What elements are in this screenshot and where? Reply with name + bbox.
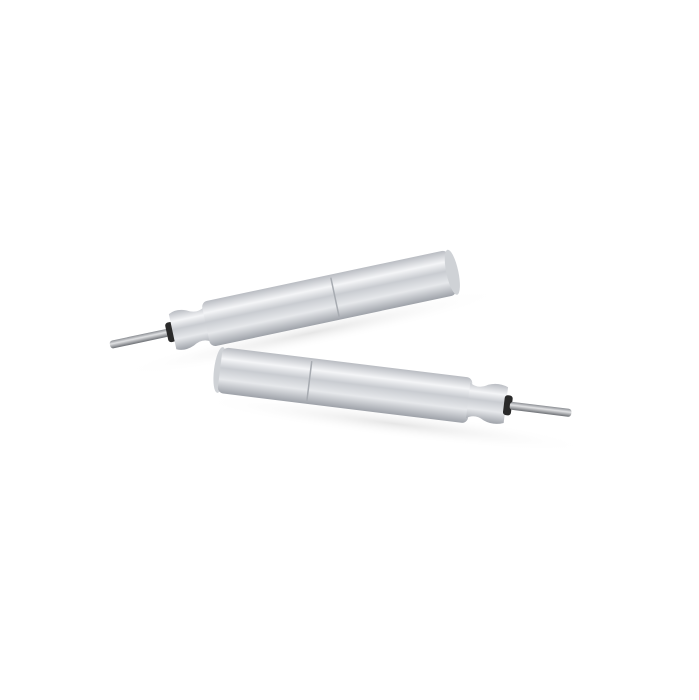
battery-upper — [109, 249, 508, 377]
battery-lower — [196, 347, 594, 452]
